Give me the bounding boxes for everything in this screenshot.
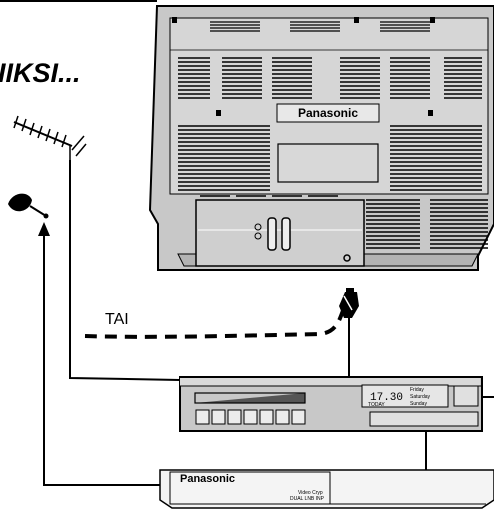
satellite-receiver: 17.30 TODAY Friday Saturday Sunday — [179, 376, 483, 432]
receiver-clock: 17.30 — [370, 392, 403, 404]
receiver-button[interactable] — [259, 409, 274, 425]
tv-scart-socket[interactable] — [267, 217, 277, 251]
tv-vents — [178, 21, 488, 249]
scart-plug-icon — [339, 288, 359, 318]
receiver-button[interactable] — [211, 409, 226, 425]
terrestrial-antenna-icon — [13, 115, 87, 160]
antenna-cable — [69, 160, 181, 381]
tv-brand: Panasonic — [298, 106, 358, 120]
receiver-button-large[interactable] — [453, 385, 479, 407]
vcr-model-line-1: Video Cryp — [298, 490, 323, 496]
tv-rear: Panasonic — [148, 5, 494, 271]
receiver-button[interactable] — [275, 409, 290, 425]
receiver-button[interactable] — [227, 409, 242, 425]
diagram-title: IIKSI... — [0, 58, 81, 88]
receiver-day-3: Sunday — [410, 401, 427, 407]
receiver-button[interactable] — [195, 409, 210, 425]
vcr-brand: Panasonic — [180, 473, 235, 485]
receiver-slot — [369, 411, 479, 427]
receiver-clock-sub: TODAY — [368, 402, 385, 408]
connection-label: TAI — [105, 311, 129, 328]
receiver-button[interactable] — [291, 409, 306, 425]
receiver-buttons — [195, 409, 306, 425]
receiver-day-2: Saturday — [410, 394, 431, 400]
receiver-button[interactable] — [243, 409, 258, 425]
alternative-connection — [84, 301, 348, 339]
satellite-dish-icon — [8, 193, 49, 219]
vcr: Panasonic Video Cryp DUAL LNB INP — [159, 469, 494, 509]
vcr-model-line-2: DUAL LNB INP — [290, 496, 325, 502]
dish-cable — [43, 232, 160, 486]
receiver-day-1: Friday — [410, 387, 424, 393]
